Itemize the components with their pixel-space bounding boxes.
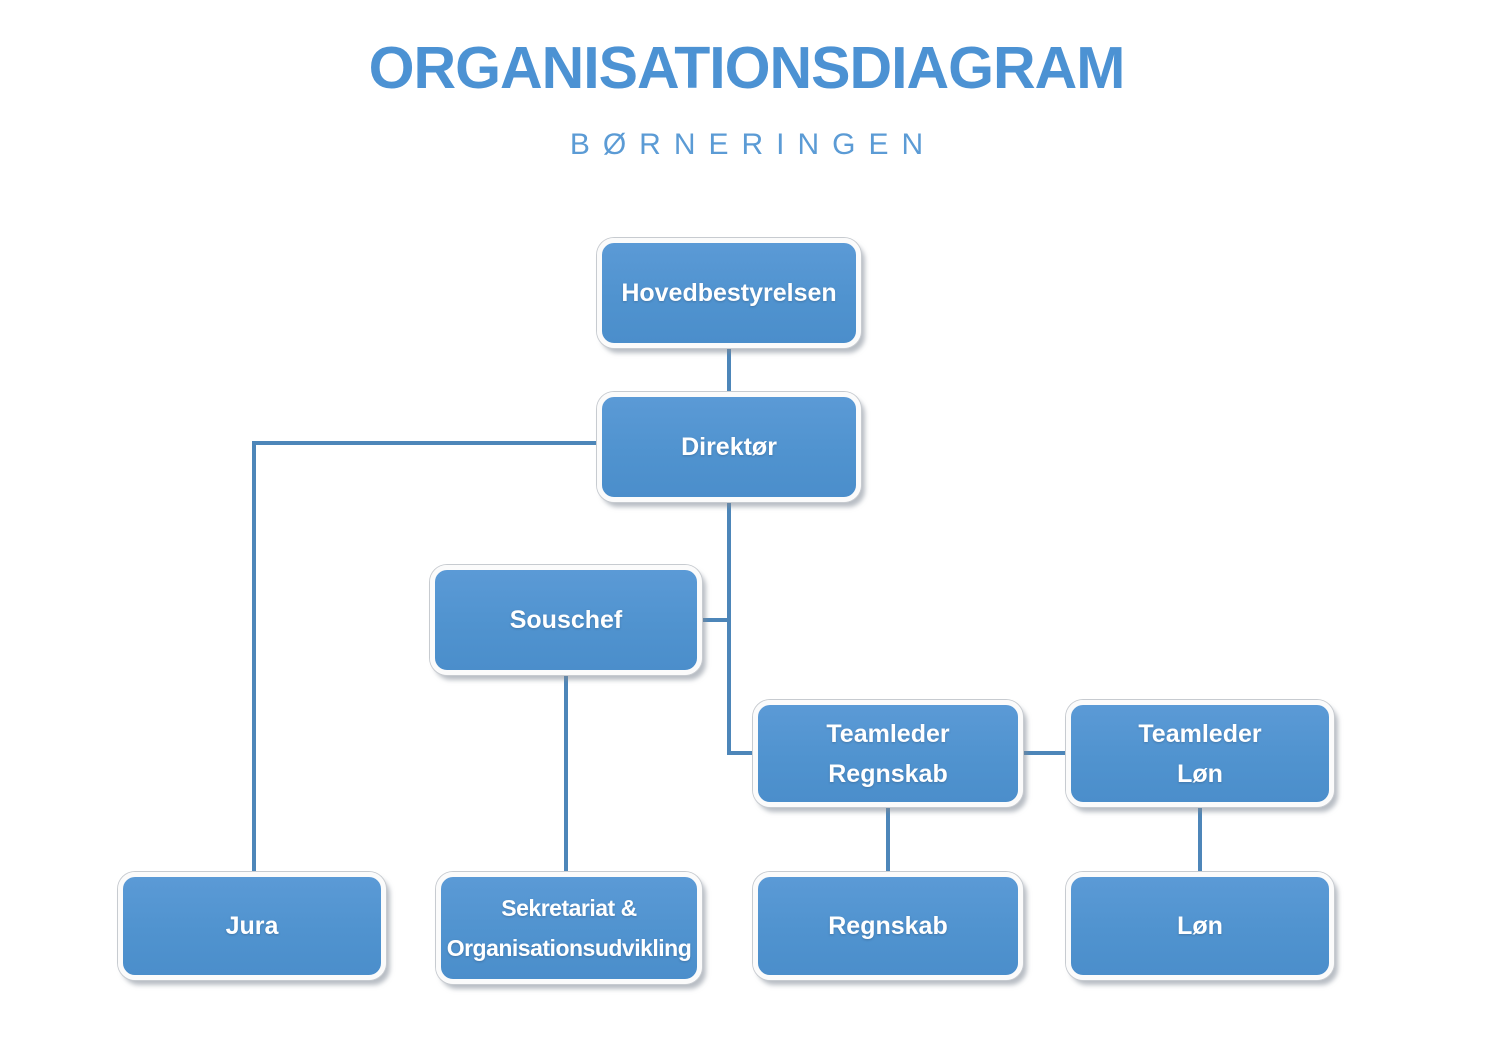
node-label: Hovedbestyrelsen — [621, 279, 837, 307]
node-label: Teamleder — [826, 719, 950, 748]
node-label: Løn — [1177, 912, 1223, 940]
node-label: Direktør — [681, 433, 777, 461]
connector-teamlederregnskab-regnskab — [886, 807, 890, 872]
connector-hovedbestyrelsen-direktor — [727, 348, 731, 392]
connector-direktor-jura-vertical — [252, 441, 256, 872]
page-subtitle: BØRNERINGEN — [569, 128, 937, 161]
node-sekretariat-organisationsudvikling: Sekretariat & Organisationsudvikling — [436, 872, 702, 984]
node-regnskab: Regnskab — [753, 872, 1023, 980]
node-label: Organisationsudvikling — [446, 935, 692, 961]
node-teamleder-lon: Teamleder Løn — [1066, 700, 1334, 807]
connector-souschef-stub — [702, 618, 729, 622]
connector-direktor-jura-horizontal — [252, 441, 597, 445]
node-label: Sekretariat & — [501, 895, 637, 921]
node-lon: Løn — [1066, 872, 1334, 980]
connector-souschef-sekretariat — [564, 675, 568, 872]
node-souschef: Souschef — [430, 565, 702, 675]
connector-teamlederlon-lon — [1198, 807, 1202, 872]
node-label: Regnskab — [828, 912, 948, 940]
page-title: ORGANISATIONSDIAGRAM — [368, 35, 1126, 101]
node-label: Jura — [225, 912, 279, 940]
connector-teamleder-lateral — [1023, 751, 1066, 755]
node-jura: Jura — [118, 872, 386, 980]
node-teamleder-regnskab: Teamleder Regnskab — [753, 700, 1023, 807]
node-label: Løn — [1177, 759, 1223, 788]
node-direktor: Direktør — [597, 392, 861, 502]
connector-direktor-down-vertical — [727, 502, 731, 755]
connector-elbow-teamleder-regnskab — [727, 751, 753, 755]
node-label: Teamleder — [1138, 719, 1262, 748]
node-hovedbestyrelsen: Hovedbestyrelsen — [597, 238, 861, 348]
node-label: Souschef — [509, 606, 623, 634]
node-label: Regnskab — [828, 759, 948, 788]
